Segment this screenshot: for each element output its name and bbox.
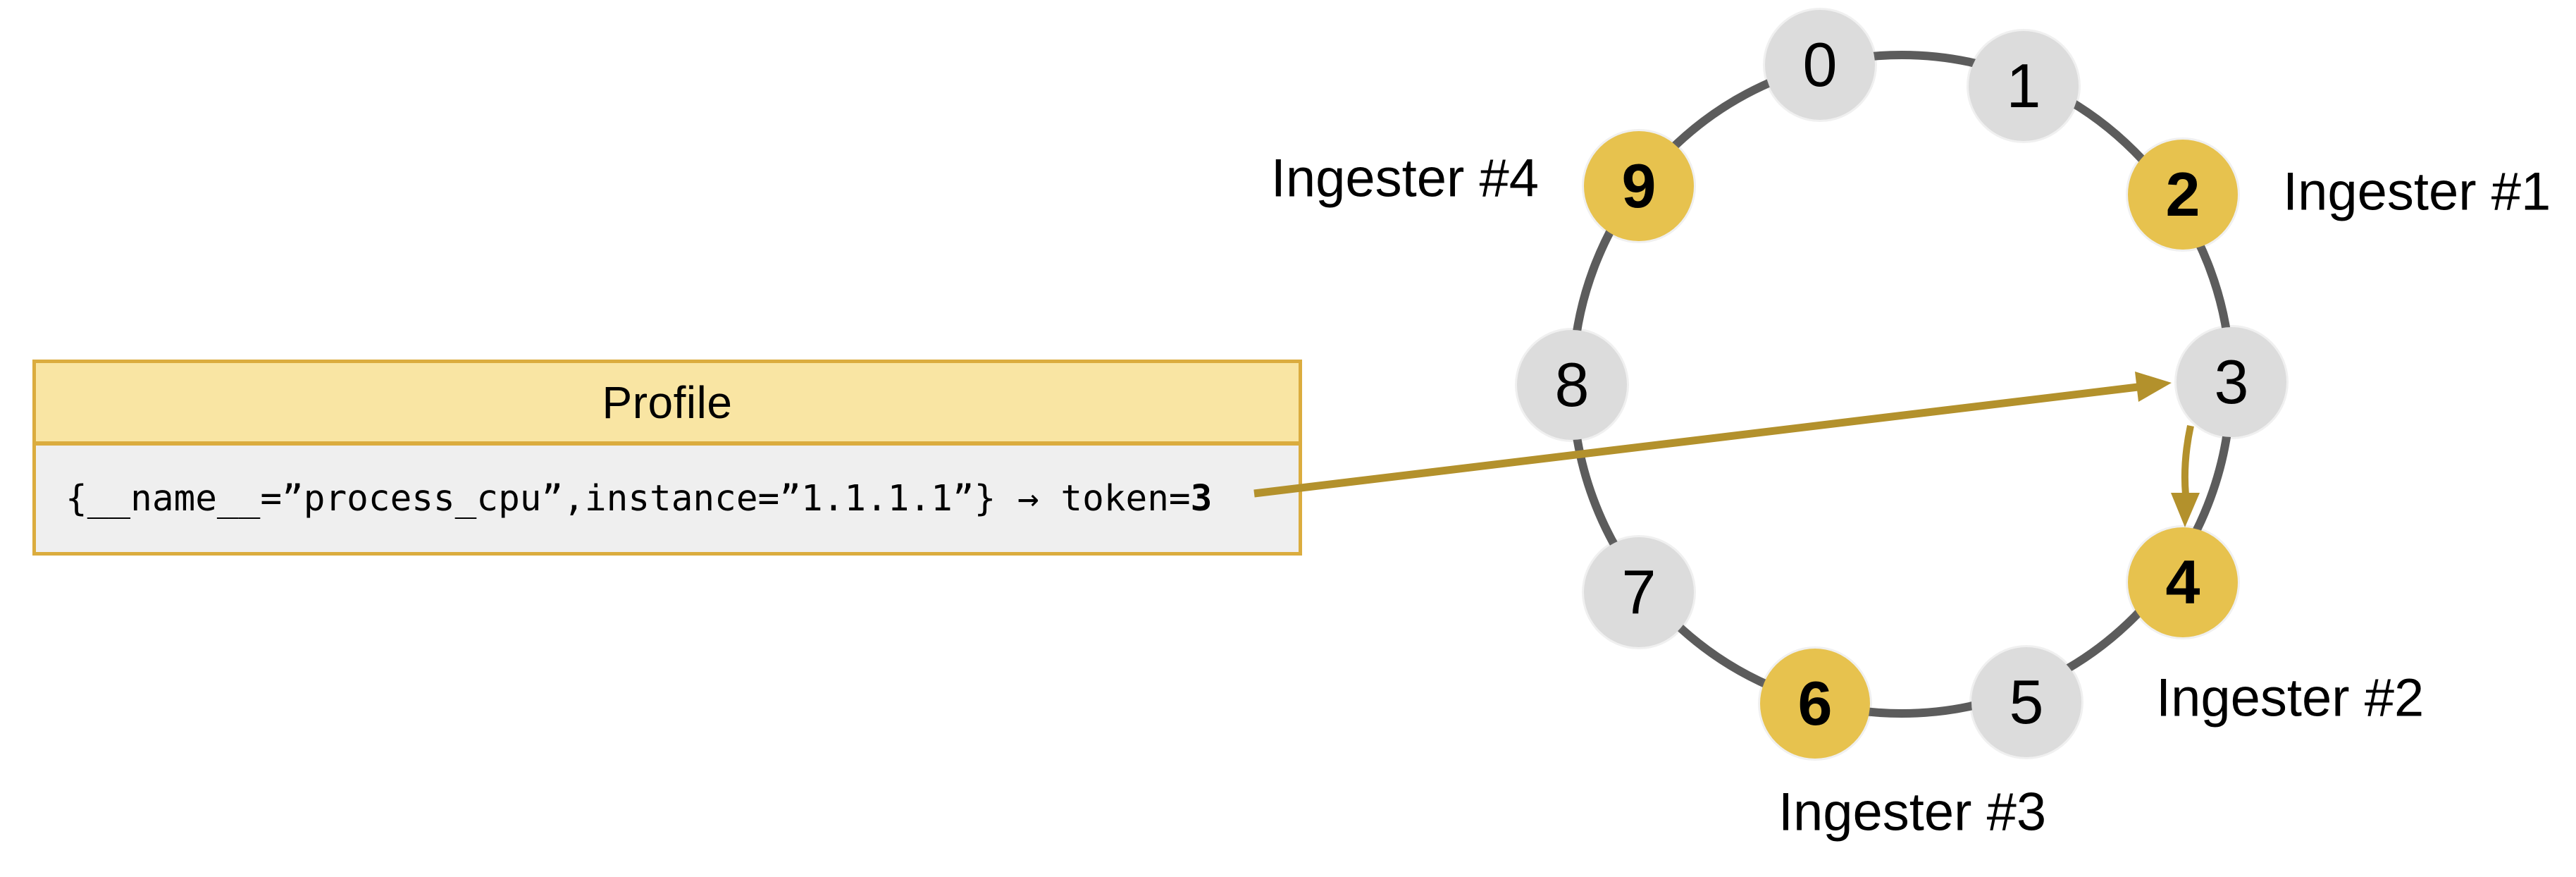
profile-box-header: Profile [36,363,1299,446]
ring-node-9: 9 [1584,131,1694,241]
profile-box-body: {__name__=”process_cpu”,instance=”1.1.1.… [36,446,1299,552]
clockwise-walk-arrow [2171,424,2200,527]
ingester-1-label: Ingester #1 [2283,161,2551,222]
ring-node-6: 6 [1760,649,1870,759]
arrow-line [2181,424,2194,496]
ring-node-3: 3 [2176,327,2286,437]
ring-node-0: 0 [1765,10,1875,120]
ring-node-8: 8 [1517,330,1627,440]
arrow-head-icon [2135,372,2172,402]
profile-box: Profile {__name__=”process_cpu”,instance… [32,360,1302,556]
ring-node-1: 1 [1969,31,2079,141]
ring-node-5: 5 [1971,647,2081,757]
ring-node-7: 7 [1584,537,1694,647]
arrow-line [1253,383,2138,498]
ring-node-2: 2 [2128,140,2238,250]
series-prefix: {__name__=”process_cpu”,instance=”1.1.1.… [66,478,1191,520]
ingester-3-label: Ingester #3 [1778,782,2047,842]
profile-series-text: {__name__=”process_cpu”,instance=”1.1.1.… [66,478,1212,520]
arrow-head-icon [2171,493,2200,527]
profile-box-title: Profile [602,376,733,428]
ingester-4-label: Ingester #4 [1270,148,1539,209]
ingester-2-label: Ingester #2 [2156,668,2425,728]
token-assignment-arrow [1253,372,2172,498]
ring-node-4: 4 [2128,527,2238,637]
token-value: 3 [1190,478,1213,520]
